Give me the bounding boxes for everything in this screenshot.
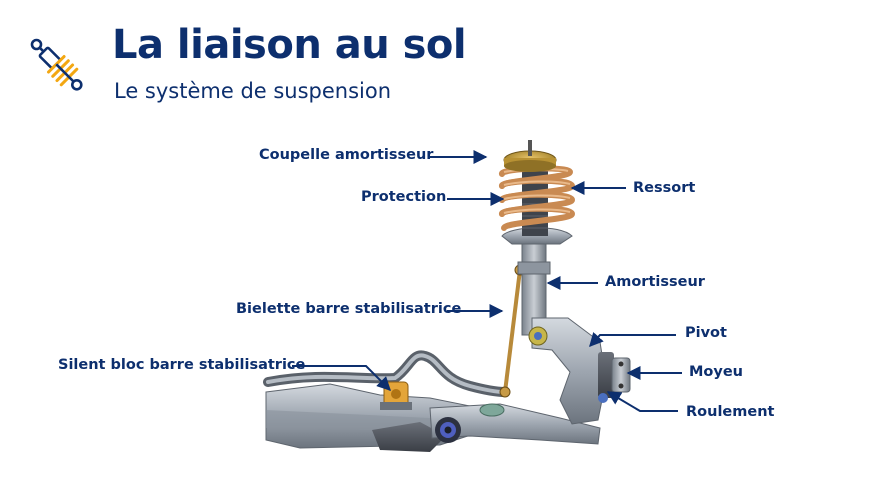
label-moyeu: Moyeu <box>689 364 743 380</box>
label-pivot: Pivot <box>685 325 727 341</box>
page-subtitle: Le système de suspension <box>114 79 392 103</box>
shock-absorber-icon <box>30 38 83 91</box>
leader-arrows <box>292 150 682 412</box>
stabilizer-link <box>499 264 526 398</box>
arrow-pivot <box>589 331 676 348</box>
label-roulement: Roulement <box>686 404 775 420</box>
steering-knuckle <box>528 317 607 425</box>
label-amortisseur: Amortisseur <box>605 274 705 290</box>
label-silent-bloc-barre-stabilisatrice: Silent bloc barre stabilisatrice <box>58 357 306 373</box>
page-title: La liaison au sol <box>112 22 467 68</box>
strut-top-mount <box>503 140 557 172</box>
label-bielette-barre-stabilisatrice: Bielette barre stabilisatrice <box>236 301 462 317</box>
shock-absorber <box>517 239 551 336</box>
arrow-roulement <box>606 391 678 412</box>
label-protection: Protection <box>361 189 447 205</box>
arrow-silent-bloc <box>292 365 391 391</box>
label-coupelle-amortisseur: Coupelle amortisseur <box>259 147 434 163</box>
label-ressort: Ressort <box>633 180 696 196</box>
